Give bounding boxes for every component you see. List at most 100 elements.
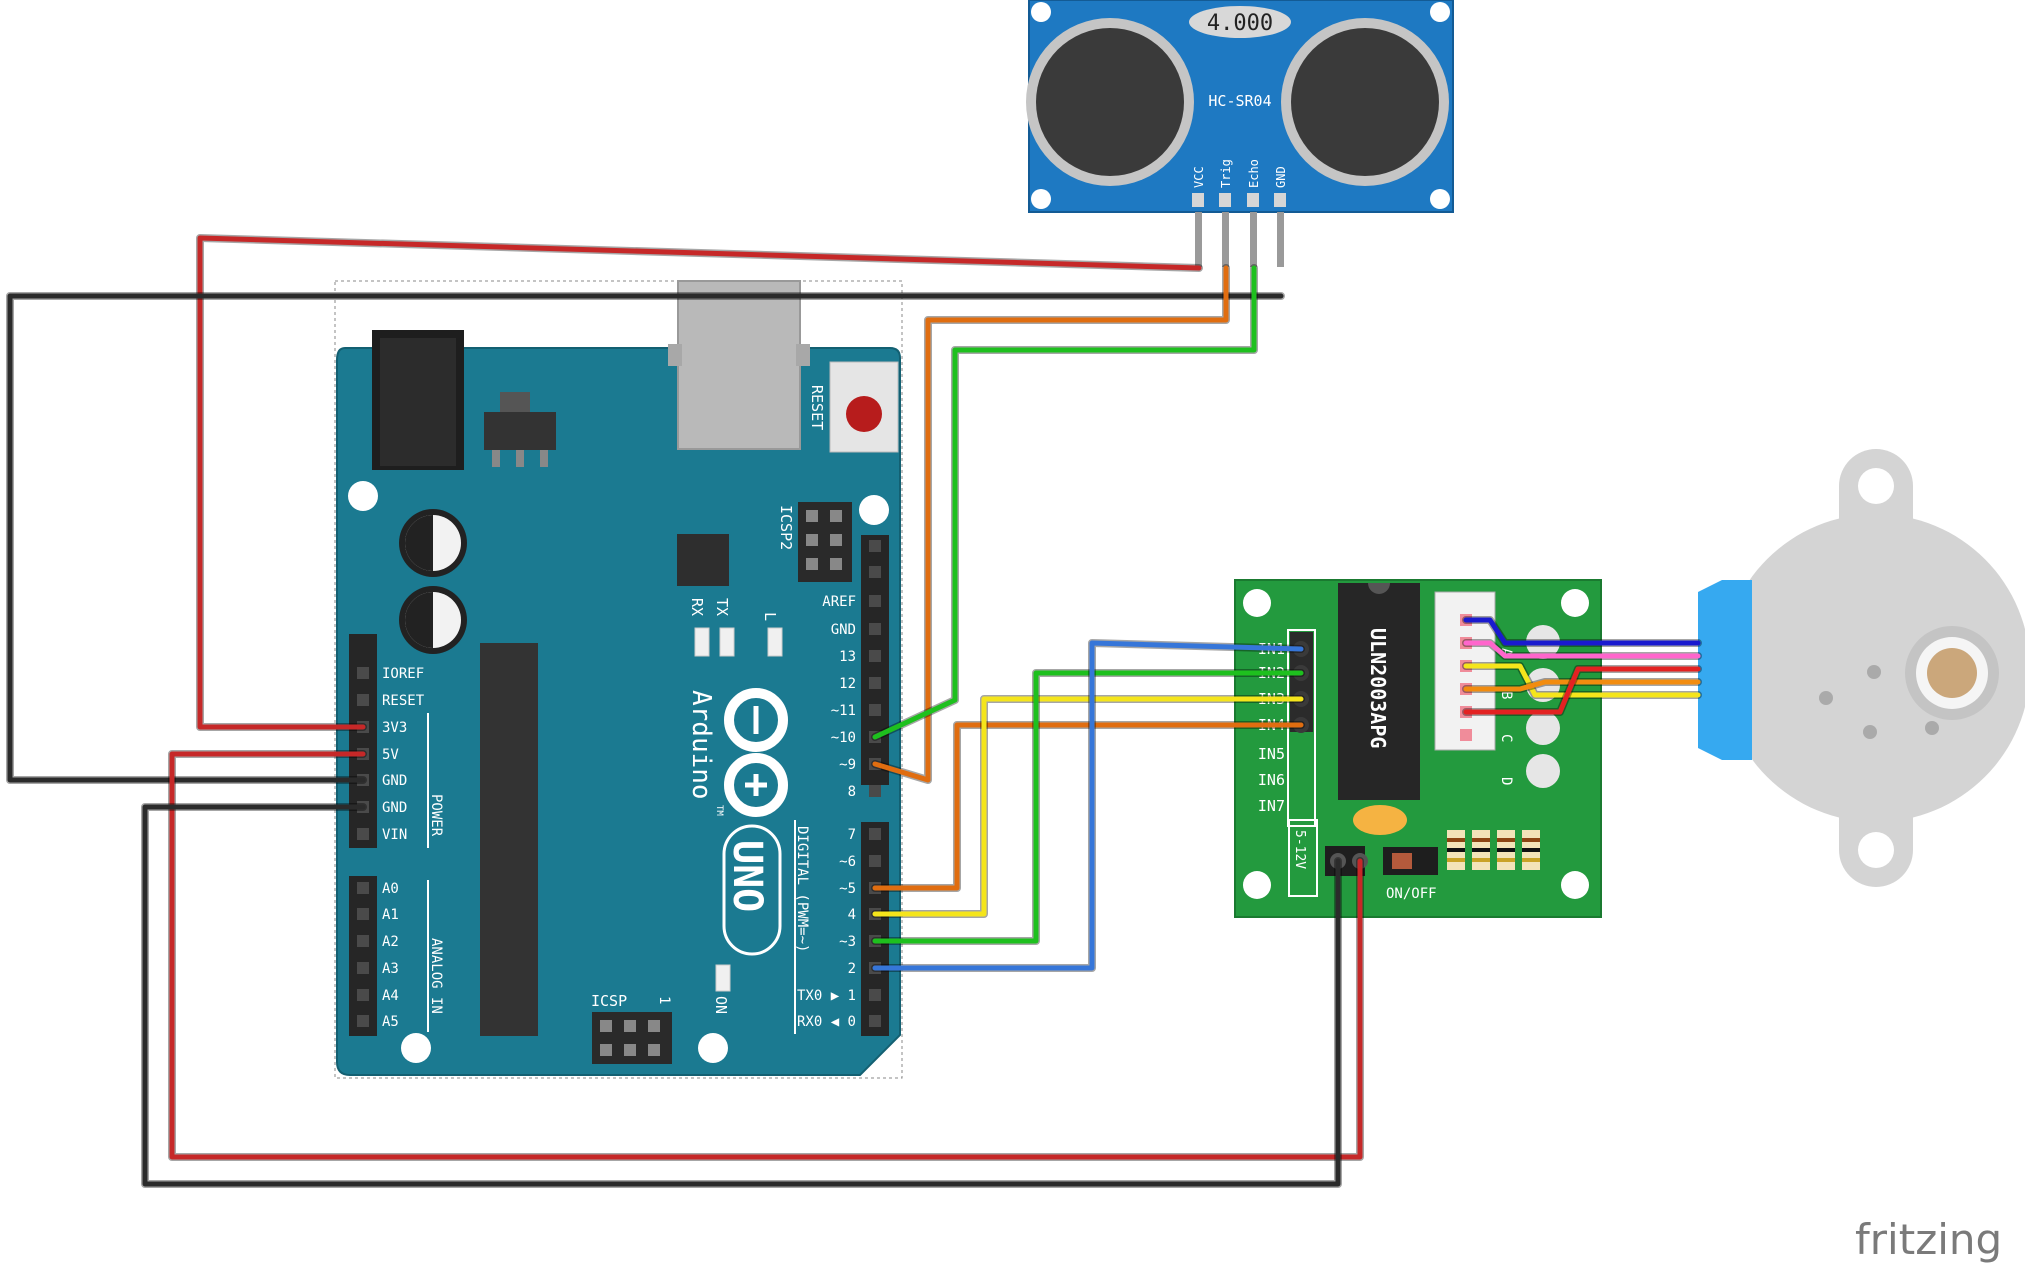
in3-wire (872, 696, 1304, 917)
on-led-label: ON (712, 996, 730, 1014)
driver-switch-label: ON/OFF (1386, 886, 1437, 902)
motor-red-wire (1463, 666, 1701, 715)
digital-pin-socket (869, 677, 881, 689)
in2-wire (872, 670, 1304, 944)
icsp-label: ICSP (591, 992, 627, 1010)
digital-pin-socket (869, 989, 881, 1001)
trig-wire (872, 265, 1229, 783)
digital-pin-label: ~5 (839, 881, 856, 897)
digital-pin-socket (869, 704, 881, 716)
digital-pin-label: 7 (848, 827, 856, 843)
arduino-brand: Arduino (686, 690, 716, 800)
digital-pin-socket (869, 855, 881, 867)
motor-connector-pin (1460, 729, 1472, 741)
uno-label: UNO (724, 840, 770, 912)
l-led-label: L (761, 612, 779, 621)
hc-sr04-pin-label: VCC (1192, 166, 1206, 188)
driver-led-label: A (1498, 648, 1514, 657)
power-pin-label: 5V (382, 747, 399, 763)
power-pin-label: GND (382, 800, 407, 816)
digital-pin-socket (869, 828, 881, 840)
analog-pin-socket (357, 935, 369, 947)
digital-label: DIGITAL (PWM=~) (794, 826, 810, 952)
digital-pin-label: 12 (839, 676, 856, 692)
icsp2-label: ICSP2 (777, 505, 795, 550)
digital-pin-socket (869, 623, 881, 635)
resistor-band (1497, 858, 1515, 862)
crystal-label: 4.000 (1207, 11, 1273, 36)
analog-pin-label: A1 (382, 907, 399, 923)
driver-led-label: C (1498, 734, 1514, 742)
digital-pin-label: RX0 ◀ 0 (797, 1014, 856, 1030)
stepper-motor (1698, 449, 2025, 887)
analog-label: ANALOG IN (428, 938, 444, 1014)
power-pin-label: RESET (382, 693, 425, 709)
vcc-wire (197, 235, 1202, 730)
digital-pin-socket (869, 785, 881, 797)
power-pin-label: 3V3 (382, 720, 407, 736)
hc-sr04-pin-label: Echo (1247, 159, 1261, 188)
tx-label: TX (713, 598, 731, 616)
resistor-band (1472, 858, 1490, 862)
resistor-band (1497, 848, 1515, 852)
arduino-infinity-logo (722, 688, 788, 956)
digital-pin-label: 8 (848, 784, 856, 800)
rx-label: RX (688, 598, 706, 616)
driver-led-label: D (1498, 777, 1514, 785)
in1-wire (872, 640, 1304, 971)
analog-pin-label: A4 (382, 988, 399, 1004)
arduino-trademark: TM (714, 805, 724, 816)
resistor-band (1447, 848, 1465, 852)
resistor-band (1447, 838, 1465, 842)
power-pin-socket (357, 828, 369, 840)
motor-pink-wire (1463, 640, 1701, 659)
analog-pin-label: A5 (382, 1014, 399, 1030)
digital-pin-socket (869, 650, 881, 662)
resistor-band (1472, 838, 1490, 842)
resistor-band (1472, 848, 1490, 852)
digital-pin-label: ~3 (839, 934, 856, 950)
digital-pin-label: TX0 ▶ 1 (797, 988, 856, 1004)
resistor-band (1522, 848, 1540, 852)
digital-pin-label: AREF (822, 594, 856, 610)
digital-pin-socket (869, 566, 881, 578)
driver-led-label: B (1498, 691, 1514, 699)
fritzing-watermark: fritzing (1855, 1215, 2002, 1264)
analog-pin-label: A3 (382, 961, 399, 977)
echo-wire (872, 265, 1257, 740)
resistor-band (1447, 858, 1465, 862)
digital-pin-label: ~11 (831, 703, 856, 719)
digital-pin-label: ~10 (831, 730, 856, 746)
analog-pin-label: A0 (382, 881, 399, 897)
driver-input-label: IN7 (1258, 797, 1285, 815)
power-pin-socket (357, 667, 369, 679)
resistor-band (1497, 838, 1515, 842)
power-pin-label: GND (382, 773, 407, 789)
hc-sr04-sensor (1026, 0, 1454, 267)
icsp-pin1-label: 1 (656, 996, 672, 1004)
analog-pin-socket (357, 989, 369, 1001)
power-label: POWER (428, 794, 444, 837)
motor-power-wire (169, 751, 1363, 1160)
digital-pin-socket (869, 540, 881, 552)
resistor-band (1522, 838, 1540, 842)
driver-input-label: IN5 (1258, 745, 1285, 763)
uln2003-driver-board (1234, 579, 1602, 918)
analog-pin-socket (357, 1015, 369, 1027)
hc-sr04-model: HC-SR04 (1208, 92, 1271, 110)
analog-pin-socket (357, 908, 369, 920)
motor-yellow-wire (1463, 663, 1701, 698)
digital-pin-label: 4 (848, 907, 856, 923)
hc-sr04-pin-label: GND (1274, 166, 1288, 188)
driver-input-label: IN6 (1258, 771, 1285, 789)
analog-pin-socket (357, 962, 369, 974)
analog-pin-socket (357, 882, 369, 894)
motor-blue-wire (1463, 617, 1701, 646)
motor-ground-wire (142, 804, 1341, 1187)
motor-orange-wire (1463, 679, 1701, 692)
driver-chip-label: ULN2003APG (1366, 628, 1390, 748)
resistor-band (1522, 858, 1540, 862)
reset-label: RESET (808, 385, 826, 430)
